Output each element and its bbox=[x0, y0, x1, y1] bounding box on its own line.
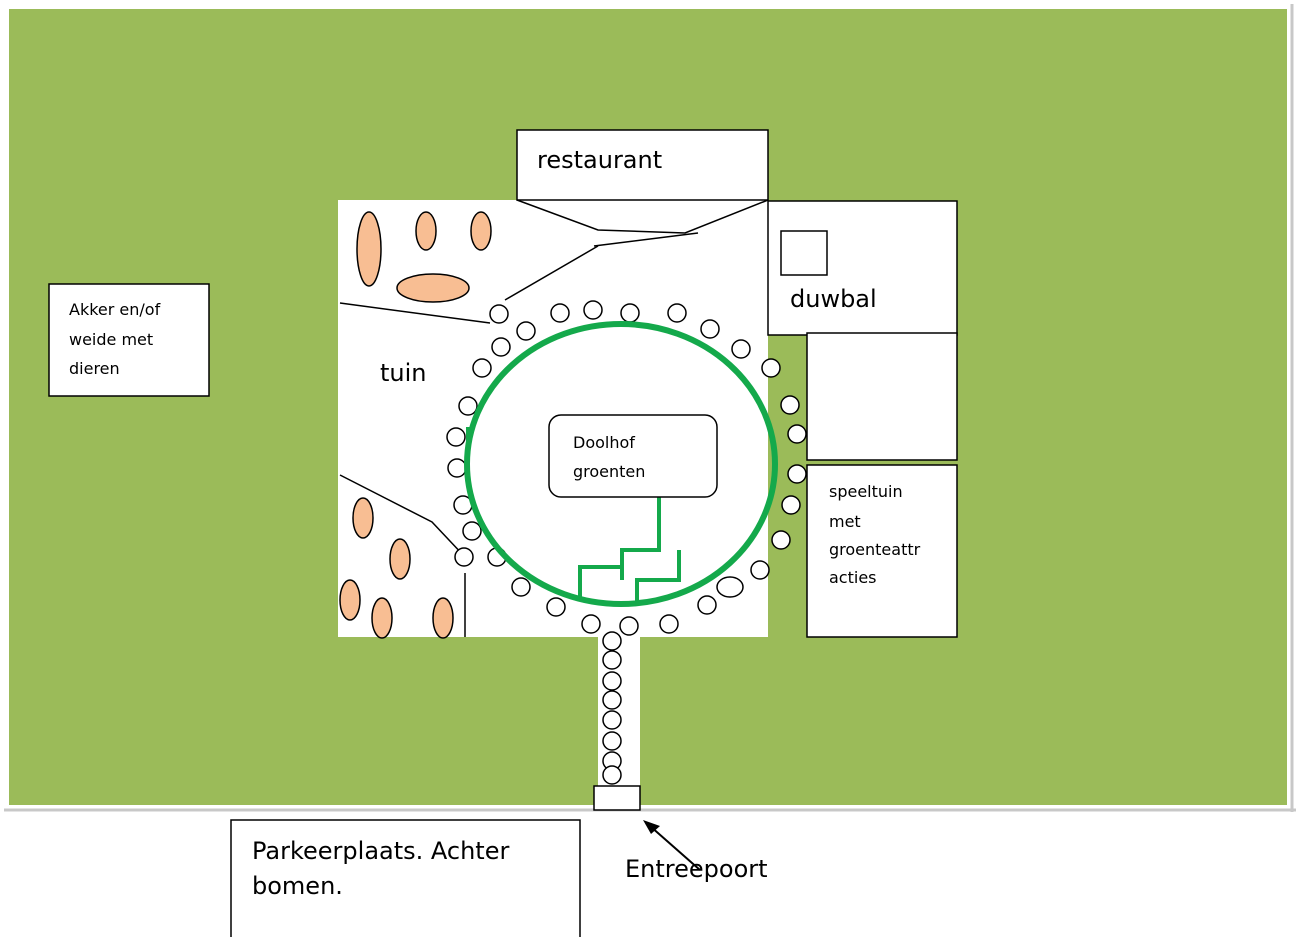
tree bbox=[602, 671, 622, 691]
duwbal-area: duwbal bbox=[767, 200, 958, 336]
tuin-label: tuin bbox=[380, 359, 427, 387]
restaurant-building: restaurant bbox=[516, 129, 769, 201]
tree bbox=[602, 765, 622, 785]
flower-bed bbox=[389, 538, 411, 580]
garden-path-line-lower bbox=[339, 474, 466, 558]
maze-wall bbox=[635, 550, 681, 605]
tree bbox=[583, 300, 603, 320]
flower-bed bbox=[352, 497, 374, 539]
tree bbox=[780, 395, 800, 415]
flower-bed bbox=[470, 211, 492, 251]
tree bbox=[620, 303, 640, 323]
tree bbox=[447, 458, 467, 478]
duwbal-label: duwbal bbox=[790, 285, 877, 313]
speeltuin-label: speeltuin met groenteattr acties bbox=[829, 482, 925, 587]
terrace-line bbox=[593, 232, 699, 247]
tree bbox=[761, 358, 781, 378]
tree bbox=[602, 710, 622, 730]
maze-wall bbox=[578, 497, 661, 597]
entrance-arrow-line bbox=[649, 825, 701, 871]
tree bbox=[550, 303, 570, 323]
flower-bed bbox=[371, 597, 393, 639]
tree bbox=[700, 319, 720, 339]
tree bbox=[697, 595, 717, 615]
tree bbox=[511, 577, 531, 597]
restaurant-label: restaurant bbox=[537, 146, 662, 174]
path-line-top bbox=[504, 245, 599, 301]
tree bbox=[781, 495, 801, 515]
duwbal-square bbox=[780, 230, 828, 276]
tree bbox=[472, 358, 492, 378]
tree bbox=[462, 521, 482, 541]
parkeerplaats-box: Parkeerplaats. Achter bomen. bbox=[230, 819, 581, 937]
tree bbox=[731, 339, 751, 359]
tree bbox=[446, 427, 466, 447]
restaurant-terrace-outline bbox=[516, 199, 769, 234]
maze-ring bbox=[464, 321, 778, 607]
tree bbox=[602, 631, 622, 651]
tree bbox=[659, 614, 679, 634]
flower-bed bbox=[356, 211, 382, 287]
flower-bed bbox=[432, 597, 454, 639]
flower-bed bbox=[415, 211, 437, 251]
tree bbox=[787, 424, 807, 444]
akker-label: Akker en/of weide met dieren bbox=[69, 300, 165, 378]
tree bbox=[619, 616, 639, 636]
tree bbox=[581, 614, 601, 634]
tree bbox=[667, 303, 687, 323]
tree bbox=[750, 560, 770, 580]
tree bbox=[602, 731, 622, 751]
tree bbox=[546, 597, 566, 617]
flower-bed bbox=[339, 579, 361, 621]
empty-plot bbox=[806, 332, 958, 461]
doolhof-box: Doolhof groenten bbox=[548, 414, 718, 498]
arrow-icon bbox=[643, 820, 660, 834]
parkeerplaats-label: Parkeerplaats. Achter bomen. bbox=[252, 837, 517, 900]
tree bbox=[787, 464, 807, 484]
doolhof-label: Doolhof groenten bbox=[573, 433, 645, 481]
tree bbox=[602, 690, 622, 710]
flower-beds bbox=[339, 211, 492, 639]
tree bbox=[458, 396, 478, 416]
garden-path-line-upper bbox=[339, 302, 491, 324]
tree bbox=[602, 650, 622, 670]
entreepoort-label: Entreepoort bbox=[625, 855, 768, 883]
tree bbox=[454, 547, 474, 567]
tree bbox=[491, 337, 511, 357]
tree-ring bbox=[446, 300, 807, 785]
entrance-gate bbox=[593, 785, 641, 811]
akker-box: Akker en/of weide met dieren bbox=[48, 283, 210, 397]
tree bbox=[516, 321, 536, 341]
tree bbox=[716, 576, 744, 598]
tree bbox=[489, 304, 509, 324]
flower-bed bbox=[396, 273, 470, 303]
speeltuin-area: speeltuin met groenteattr acties bbox=[806, 464, 958, 638]
tree bbox=[771, 530, 791, 550]
